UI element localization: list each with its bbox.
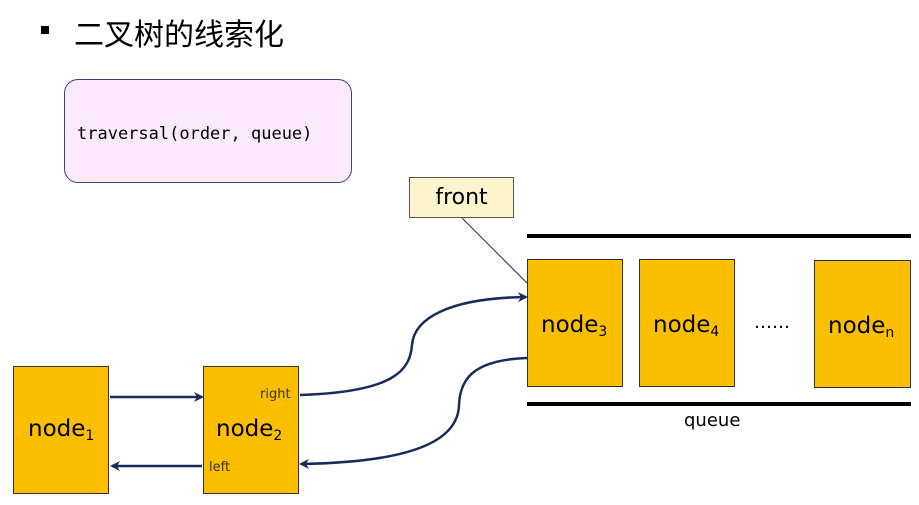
node-2-left-label: left [209, 460, 231, 475]
queue-ellipsis: …… [754, 312, 790, 333]
node-3-label: node3 [541, 312, 608, 340]
node-1-label: node1 [28, 416, 95, 444]
node3-to-node2-left-arrow [299, 356, 528, 469]
code-text: traversal(order, queue) [77, 124, 313, 144]
title-bullet [41, 26, 49, 34]
node-1-box: node1 [13, 366, 109, 494]
code-box: traversal(order, queue) [64, 79, 352, 183]
queue-bottom-border [527, 402, 911, 406]
node-n-label: noden [828, 313, 895, 341]
queue-top-border [527, 234, 911, 238]
node-4-box: node4 [639, 259, 735, 387]
page-title: 二叉树的线索化 [74, 18, 284, 53]
front-label-box: front [409, 177, 514, 218]
node-3-box: node3 [527, 259, 623, 387]
node-4-label: node4 [653, 312, 720, 340]
node2-right-to-node3-arrow [299, 292, 528, 397]
node-n-box: noden [814, 260, 911, 388]
node-2-box: right node2 left [203, 366, 299, 494]
node-2-label: node2 [216, 416, 283, 444]
queue-label: queue [684, 410, 741, 431]
front-pointer-line [461, 217, 528, 284]
node-2-right-label: right [260, 387, 291, 402]
